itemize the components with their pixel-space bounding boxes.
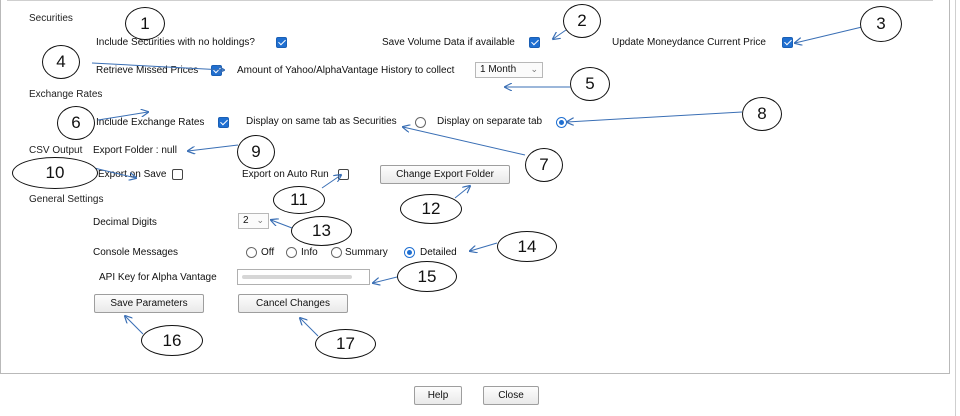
console-summary-radio[interactable]	[331, 247, 342, 258]
callout-6: 6	[57, 106, 95, 140]
callout-15: 15	[397, 261, 457, 292]
console-summary-label: Summary	[345, 247, 388, 258]
export-on-save-label: Export on Save	[98, 169, 167, 180]
save-volume-checkbox[interactable]	[529, 37, 540, 48]
callout-17: 17	[315, 329, 376, 359]
console-detailed-label: Detailed	[420, 247, 457, 258]
chevron-down-icon: ⌄	[530, 64, 538, 74]
callout-4: 4	[42, 45, 80, 79]
callout-16: 16	[141, 325, 203, 356]
close-button[interactable]: Close	[483, 386, 539, 405]
history-label: Amount of Yahoo/AlphaVantage History to …	[237, 65, 455, 76]
decimal-digits-label: Decimal Digits	[93, 217, 157, 228]
console-detailed-radio[interactable]	[404, 247, 415, 258]
api-key-masked-value	[242, 275, 352, 279]
callout-8: 8	[742, 97, 782, 131]
same-tab-radio[interactable]	[415, 117, 426, 128]
console-info-label: Info	[301, 247, 318, 258]
api-key-input[interactable]	[237, 269, 370, 285]
export-auto-run-label: Export on Auto Run	[242, 169, 329, 180]
callout-13: 13	[291, 216, 352, 246]
callout-12: 12	[400, 194, 462, 224]
retrieve-missed-label: Retrieve Missed Prices	[96, 65, 199, 76]
callout-3: 3	[860, 6, 902, 42]
console-off-radio[interactable]	[246, 247, 257, 258]
history-select[interactable]: 1 Month ⌄	[475, 62, 543, 78]
panel-top-border	[7, 0, 933, 1]
update-price-label: Update Moneydance Current Price	[612, 37, 766, 48]
api-key-label: API Key for Alpha Vantage	[99, 272, 217, 283]
export-on-save-checkbox[interactable]	[172, 169, 183, 180]
decimal-digits-value: 2	[243, 215, 249, 226]
settings-panel: Securities Include Securities with no ho…	[0, 0, 950, 374]
console-info-radio[interactable]	[286, 247, 297, 258]
callout-5: 5	[570, 67, 610, 101]
callout-1: 1	[125, 7, 165, 40]
save-parameters-button[interactable]: Save Parameters	[94, 294, 204, 313]
export-folder-label: Export Folder : null	[93, 145, 177, 156]
console-off-label: Off	[261, 247, 275, 258]
same-tab-label: Display on same tab as Securities	[246, 116, 397, 127]
callout-14: 14	[497, 231, 557, 262]
include-exchange-label: Include Exchange Rates	[96, 117, 205, 128]
include-exchange-checkbox[interactable]	[218, 117, 229, 128]
save-volume-label: Save Volume Data if available	[382, 37, 515, 48]
chevron-down-icon: ⌄	[256, 215, 264, 225]
separate-tab-label: Display on separate tab	[437, 116, 543, 127]
csv-section-label: CSV Output	[29, 145, 83, 156]
help-button[interactable]: Help	[414, 386, 462, 405]
callout-2: 2	[563, 4, 601, 38]
cancel-changes-button[interactable]: Cancel Changes	[238, 294, 348, 313]
retrieve-missed-checkbox[interactable]	[211, 65, 222, 76]
change-export-folder-button[interactable]: Change Export Folder	[380, 165, 510, 184]
callout-7: 7	[525, 148, 563, 182]
window-right-edge	[955, 0, 960, 416]
callout-10: 10	[12, 157, 98, 189]
history-select-value: 1 Month	[480, 64, 517, 75]
separate-tab-radio[interactable]	[556, 117, 567, 128]
update-price-checkbox[interactable]	[782, 37, 793, 48]
callout-9: 9	[237, 135, 275, 169]
callout-11: 11	[273, 186, 325, 214]
exchange-section-label: Exchange Rates	[29, 89, 103, 100]
include-no-holdings-label: Include Securities with no holdings?	[96, 37, 255, 48]
include-no-holdings-checkbox[interactable]	[276, 37, 287, 48]
general-section-label: General Settings	[29, 194, 104, 205]
console-messages-label: Console Messages	[93, 247, 179, 258]
export-auto-run-checkbox[interactable]	[338, 169, 349, 180]
decimal-digits-select[interactable]: 2 ⌄	[238, 213, 269, 229]
securities-section-label: Securities	[29, 13, 73, 24]
